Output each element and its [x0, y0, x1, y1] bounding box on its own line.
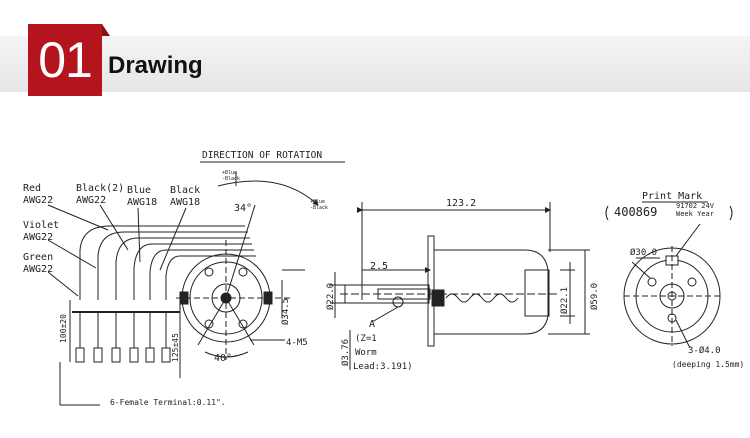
- code-label: 91702 24V: [676, 202, 715, 210]
- dia-22-1: Ø22.1: [559, 287, 570, 314]
- wire-5: [149, 249, 254, 300]
- code-sub: Week Year: [676, 210, 714, 218]
- holes-label: 3-Ø4.0: [688, 345, 721, 356]
- wire-violet: Violet: [23, 220, 59, 231]
- angle-bottom: 40°: [214, 353, 232, 364]
- angle-top: 34°: [234, 203, 252, 214]
- z-note: (Z=1: [355, 334, 377, 344]
- header-band: [0, 36, 750, 92]
- wire-black2-awg: AWG22: [76, 195, 106, 206]
- dia-376: Ø3.76: [340, 339, 351, 366]
- wire-green: Green: [23, 252, 53, 263]
- wire-black2: Black(2): [76, 183, 124, 194]
- dia-22: Ø22.0: [325, 283, 336, 310]
- black-note-1: -Black: [222, 176, 240, 182]
- wire-blue: Blue: [127, 185, 151, 196]
- side-view: [330, 202, 590, 370]
- wire-1: [79, 225, 245, 300]
- length-125: 125±45: [171, 333, 180, 362]
- wire-red-awg: AWG22: [23, 195, 53, 206]
- wire-violet-awg: AWG22: [23, 232, 53, 243]
- wire-3: [115, 237, 250, 300]
- section-number-badge: 01: [28, 24, 102, 96]
- part-number: 400869: [614, 205, 657, 219]
- terminals: [75, 312, 171, 363]
- wire-blue-awg: AWG18: [127, 197, 157, 208]
- wire-6: [165, 255, 256, 300]
- wire-green-awg: AWG22: [23, 264, 53, 275]
- rear-view: [605, 201, 733, 349]
- blue-note-2: +Blue: [310, 199, 325, 205]
- bolt-circle-dim: Ø34.5: [280, 298, 291, 325]
- print-mark-label: Print Mark: [642, 191, 702, 202]
- dia-30: Ø30.0: [630, 247, 657, 258]
- rear-view-labels: Print Mark 400869 91702 24V Week Year Ø3…: [614, 191, 744, 369]
- front-view-labels: DIRECTION OF ROTATION +Blue -Black +Blue…: [23, 150, 328, 407]
- black-note-2: -Black: [310, 205, 328, 211]
- deeping-note: (deeping 1.5mm): [672, 360, 744, 369]
- screw-label: 4-M5: [286, 338, 308, 348]
- rotation-arrow: [217, 180, 319, 206]
- direction-label: DIRECTION OF ROTATION: [202, 150, 322, 161]
- section-title: Drawing: [108, 52, 203, 79]
- lead-label: Lead:3.191): [353, 362, 413, 372]
- length-100: 100±20: [59, 314, 68, 343]
- worm-label: Worm: [355, 348, 377, 358]
- shaft-length: 2.5: [370, 261, 388, 272]
- wire-black: Black: [170, 185, 200, 196]
- side-view-labels: 123.2 2.5 Ø22.0 Ø22.1 Ø59.0 A (Z=1 Ø3.76…: [325, 198, 600, 372]
- wire-black-awg: AWG18: [170, 197, 200, 208]
- wire-red: Red: [23, 183, 41, 194]
- dia-59: Ø59.0: [589, 283, 600, 310]
- terminal-note: 6-Female Terminal:0.11".: [110, 398, 226, 407]
- blue-note-1: +Blue: [222, 170, 237, 176]
- label-a: A: [369, 319, 375, 330]
- wire-2: [97, 231, 248, 300]
- length-123: 123.2: [446, 198, 476, 209]
- front-view: [47, 161, 345, 406]
- badge-notch: [102, 24, 110, 36]
